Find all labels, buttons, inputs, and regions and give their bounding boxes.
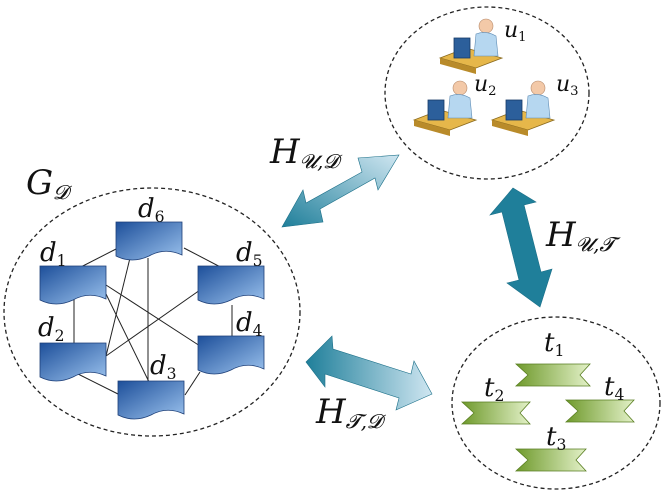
document-nodes [39,221,265,420]
relation-label-tags-documents-sub: 𝓣,𝓓 [345,409,383,433]
edge-d1-d4 [105,284,201,347]
node-label-d5: d5 [236,238,263,268]
relation-label-tags-documents-main: H [316,392,346,432]
node-label-d6: d6 [138,194,165,224]
tag-label-t1: t1 [544,328,564,358]
tag-label-t3-main: t [546,422,557,452]
user-label-u2: u2 [474,72,497,99]
relation-label-users-tags-main: H [546,215,576,255]
tag-label-t2: t2 [484,373,504,403]
tag-label-t3-sub: 3 [556,435,567,454]
tags-ellipse [451,316,661,490]
graph-label-sub: 𝓓 [53,180,69,204]
node-label-d5-sub: 5 [252,251,263,270]
node-label-d3-sub: 3 [166,364,177,383]
user-u2-icon [412,80,478,136]
edge-d2-d3 [73,371,121,396]
edge-d6-d2 [105,257,131,357]
relation-label-users-tags: H𝓤,𝓣 [546,215,614,255]
graph-label: G𝓓 [26,163,68,203]
user-label-u3-main: u [556,72,571,97]
tag-label-t2-sub: 2 [494,386,505,405]
tag-label-t4: t4 [604,372,624,402]
tag-t4-icon [564,399,635,423]
user-label-u2-main: u [474,72,489,97]
tag-nodes [460,363,635,472]
user-label-u1-main: u [504,18,519,43]
user-label-u1: u1 [504,18,527,45]
tag-t2-icon [460,401,531,425]
node-label-d2-sub: 2 [54,326,65,345]
node-label-d3: d3 [150,351,177,381]
node-label-d6-main: d [138,194,155,224]
relation-label-users-documents-main: H [270,132,300,172]
document-d3-icon [117,380,185,420]
document-d4-icon [197,335,265,375]
user-label-u1-sub: 1 [518,29,527,45]
node-label-d6-sub: 6 [154,207,165,226]
document-graph-ellipse [3,187,301,437]
document-d6-icon [115,221,183,261]
relation-label-users-documents-sub: 𝓤,𝓓 [299,149,339,173]
node-label-d1: d1 [40,238,67,268]
user-u1-icon [438,18,504,74]
node-label-d4: d4 [236,308,263,338]
node-label-d5-main: d [236,238,253,268]
relation-label-users-documents: H𝓤,𝓓 [270,132,339,172]
node-label-d1-main: d [40,238,57,268]
tag-label-t1-sub: 1 [554,341,565,360]
node-label-d2: d2 [38,313,65,343]
relation-label-users-tags-sub: 𝓤,𝓣 [575,232,615,256]
document-d2-icon [39,342,107,382]
user-label-u2-sub: 2 [488,83,497,99]
node-label-d4-main: d [236,308,253,338]
tag-label-t4-sub: 4 [614,385,625,404]
graph-label-main: G [26,163,54,203]
tag-label-t2-main: t [484,373,495,403]
tag-label-t3: t3 [546,422,566,452]
user-label-u3: u3 [556,72,579,99]
node-label-d2-main: d [38,313,55,343]
document-d1-icon [39,265,107,305]
node-label-d4-sub: 4 [252,321,263,340]
tag-t1-icon [514,363,591,387]
edge-d3-d4 [184,371,201,396]
user-u3-icon [490,80,556,136]
users-ellipse [384,6,590,180]
tag-label-t1-main: t [544,328,555,358]
user-label-u3-sub: 3 [570,83,579,99]
edge-d5-d2 [105,289,201,357]
node-label-d3-main: d [150,351,167,381]
arrow-users-tags [489,187,553,308]
arrow-tags-documents [305,335,433,411]
tag-label-t4-main: t [604,372,615,402]
edge-d1-d3 [105,293,151,385]
node-label-d1-sub: 1 [56,251,67,270]
tag-t3-icon [514,448,587,472]
relation-label-tags-documents: H𝓣,𝓓 [316,392,382,432]
document-d5-icon [197,265,265,305]
arrow-users-documents [281,154,400,228]
